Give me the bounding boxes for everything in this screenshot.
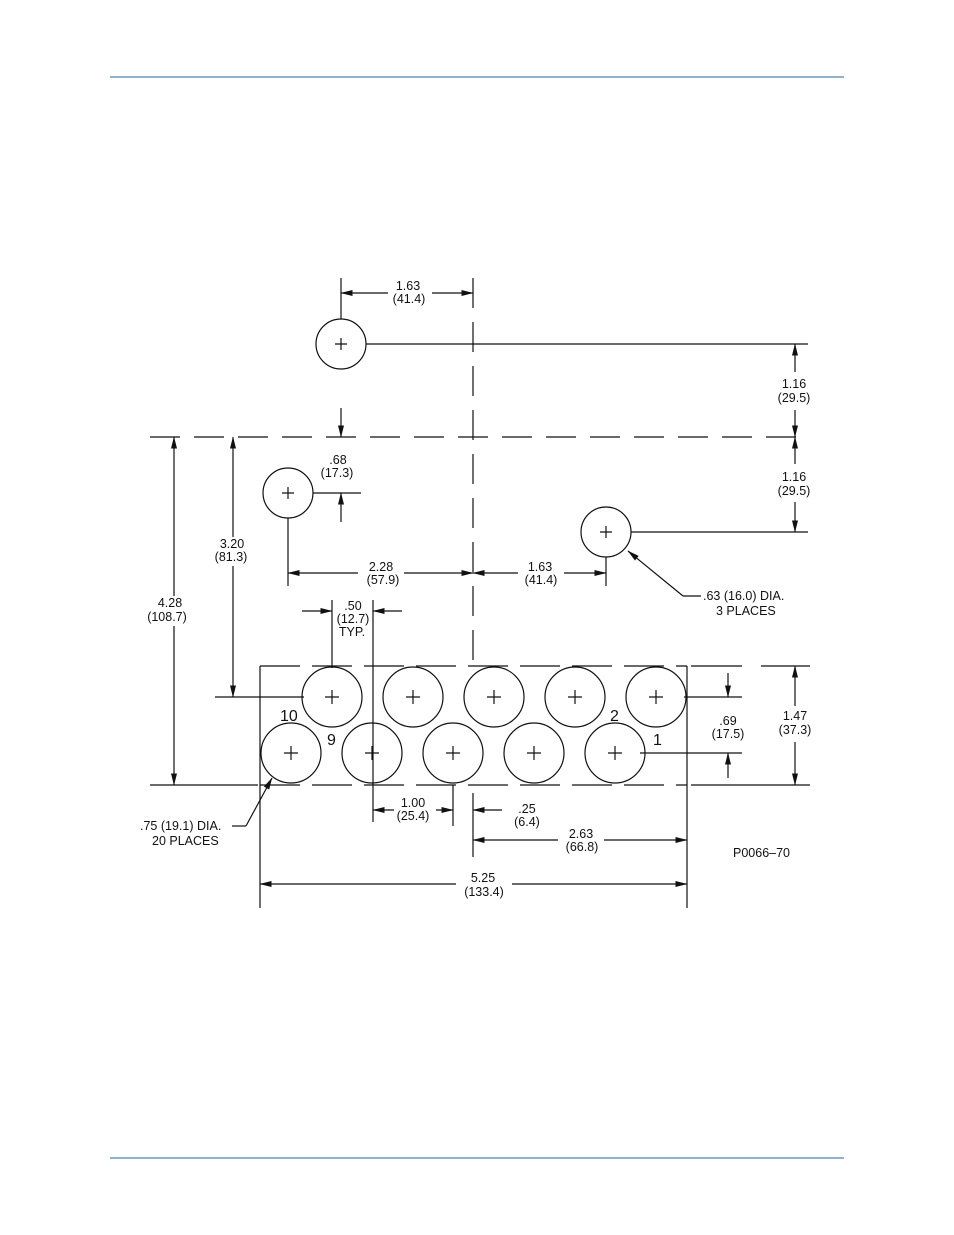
- svg-text:(12.7): (12.7): [337, 612, 370, 626]
- svg-text:1.63: 1.63: [528, 560, 552, 574]
- terminal-hole: [260, 722, 322, 784]
- dimension-3-20: 3.20 (81.3): [215, 436, 304, 698]
- svg-text:2.28: 2.28: [369, 560, 393, 574]
- hole-number-1: 1: [653, 732, 662, 749]
- svg-text:TYP.: TYP.: [339, 625, 365, 639]
- terminal-hole: [503, 722, 565, 784]
- terminal-hole: [584, 722, 646, 784]
- dimension-4-28: 4.28 (108.7): [147, 436, 258, 786]
- dimension-5-25: 5.25 (133.4): [259, 785, 688, 908]
- svg-text:(133.4): (133.4): [464, 885, 504, 899]
- dimension-2-63: 2.63 (66.8): [472, 785, 688, 908]
- hole-row-bottom: [260, 722, 646, 784]
- header-rule: [110, 76, 844, 78]
- svg-text:(57.9): (57.9): [367, 573, 400, 587]
- terminal-hole: [625, 666, 687, 728]
- reference-lines: [150, 278, 810, 666]
- dimension-68: .68 (17.3): [321, 408, 354, 522]
- hole-top: [315, 318, 367, 370]
- dimension-2-28: 2.28 (57.9): [287, 558, 474, 587]
- svg-text:(81.3): (81.3): [215, 550, 248, 564]
- dimension-1-00: 1.00 (25.4): [372, 785, 454, 826]
- dimension-1-63-middle: 1.63 (41.4): [472, 558, 607, 587]
- dimension-1-16-lower: 1.16 (29.5): [778, 436, 811, 533]
- terminal-hole: [422, 722, 484, 784]
- dimension-1-63-top: 1.63 (41.4): [340, 279, 474, 306]
- drawing-id: P0066–70: [733, 846, 790, 860]
- svg-text:(17.3): (17.3): [321, 466, 354, 480]
- svg-text:.75 (19.1) DIA.: .75 (19.1) DIA.: [140, 819, 221, 833]
- hole-left: [262, 467, 314, 519]
- dimension-25: .25 (6.4): [472, 793, 540, 857]
- svg-text:(29.5): (29.5): [778, 391, 811, 405]
- terminal-hole: [463, 666, 525, 728]
- svg-text:3 PLACES: 3 PLACES: [716, 604, 776, 618]
- terminal-cutout: [259, 665, 688, 786]
- svg-text:.69: .69: [719, 714, 736, 728]
- terminal-hole: [341, 722, 403, 784]
- svg-text:(6.4): (6.4): [514, 815, 540, 829]
- svg-text:(37.3): (37.3): [779, 723, 812, 737]
- svg-text:2.63: 2.63: [569, 827, 593, 841]
- footer-rule: [110, 1157, 844, 1159]
- svg-text:4.28: 4.28: [158, 596, 182, 610]
- svg-text:1.16: 1.16: [782, 470, 806, 484]
- hole-row-top: [301, 666, 687, 728]
- hole-number-10: 10: [280, 708, 298, 725]
- hole-number-2: 2: [610, 708, 619, 725]
- svg-text:(108.7): (108.7): [147, 610, 187, 624]
- dimension-1-16-upper: 1.16 (29.5): [778, 343, 811, 438]
- svg-text:.63 (16.0) DIA.: .63 (16.0) DIA.: [703, 589, 784, 603]
- dimension-1-47: 1.47 (37.3): [691, 665, 812, 786]
- dimension-69: .69 (17.5): [640, 665, 745, 778]
- svg-text:1.16: 1.16: [782, 377, 806, 391]
- svg-text:.68: .68: [329, 453, 346, 467]
- dimension-50-typ: .50 (12.7) TYP.: [302, 599, 402, 822]
- svg-text:3.20: 3.20: [220, 537, 244, 551]
- svg-text:(41.4): (41.4): [525, 573, 558, 587]
- hole-number-9: 9: [327, 732, 336, 749]
- terminal-hole: [544, 666, 606, 728]
- svg-text:(41.4): (41.4): [393, 292, 426, 306]
- svg-text:(29.5): (29.5): [778, 484, 811, 498]
- svg-text:1.00: 1.00: [401, 796, 425, 810]
- hole-right: [580, 506, 632, 558]
- svg-text:(25.4): (25.4): [397, 809, 430, 823]
- terminal-hole: [301, 666, 363, 728]
- svg-text:5.25: 5.25: [471, 871, 495, 885]
- callout-large-holes: .75 (19.1) DIA. 20 PLACES: [140, 777, 273, 848]
- svg-text:1.47: 1.47: [783, 709, 807, 723]
- mounting-holes: [262, 318, 632, 558]
- svg-text:20 PLACES: 20 PLACES: [152, 834, 219, 848]
- terminal-hole: [382, 666, 444, 728]
- callout-small-holes: .63 (16.0) DIA. 3 PLACES: [627, 550, 784, 618]
- svg-text:(66.8): (66.8): [566, 840, 599, 854]
- svg-text:.50: .50: [344, 599, 361, 613]
- svg-text:.25: .25: [518, 802, 535, 816]
- svg-text:1.63: 1.63: [396, 279, 420, 293]
- svg-text:(17.5): (17.5): [712, 727, 745, 741]
